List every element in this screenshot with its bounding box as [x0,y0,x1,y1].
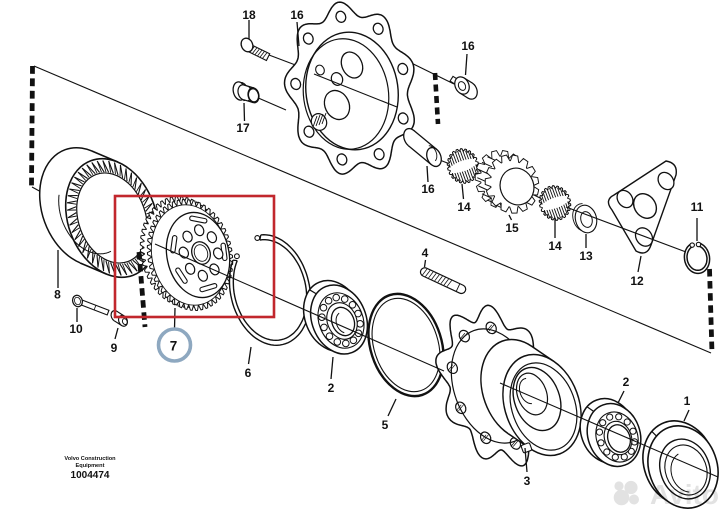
svg-text:17: 17 [236,121,250,135]
svg-text:8: 8 [54,288,61,302]
svg-text:9: 9 [111,341,118,355]
svg-text:2: 2 [328,381,335,395]
svg-text:16: 16 [290,8,304,22]
svg-text:14: 14 [548,239,562,253]
svg-text:13: 13 [579,249,593,263]
svg-text:5: 5 [382,418,389,432]
svg-text:1004474: 1004474 [71,470,110,481]
svg-text:Volvo Construction: Volvo Construction [64,456,116,462]
svg-text:4: 4 [422,246,429,260]
svg-text:14: 14 [457,200,471,214]
svg-text:7: 7 [170,339,178,354]
svg-text:15: 15 [505,221,519,235]
svg-text:16: 16 [421,182,435,196]
svg-text:16: 16 [461,39,475,53]
svg-text:11: 11 [691,200,704,214]
svg-text:Avito: Avito [650,479,719,510]
svg-text:3: 3 [524,474,531,488]
svg-text:Equipment: Equipment [76,463,105,469]
svg-text:12: 12 [630,274,644,288]
svg-text:1: 1 [684,394,691,408]
svg-text:10: 10 [69,322,83,336]
svg-text:2: 2 [623,375,630,389]
svg-text:6: 6 [245,366,252,380]
svg-text:18: 18 [242,8,256,22]
